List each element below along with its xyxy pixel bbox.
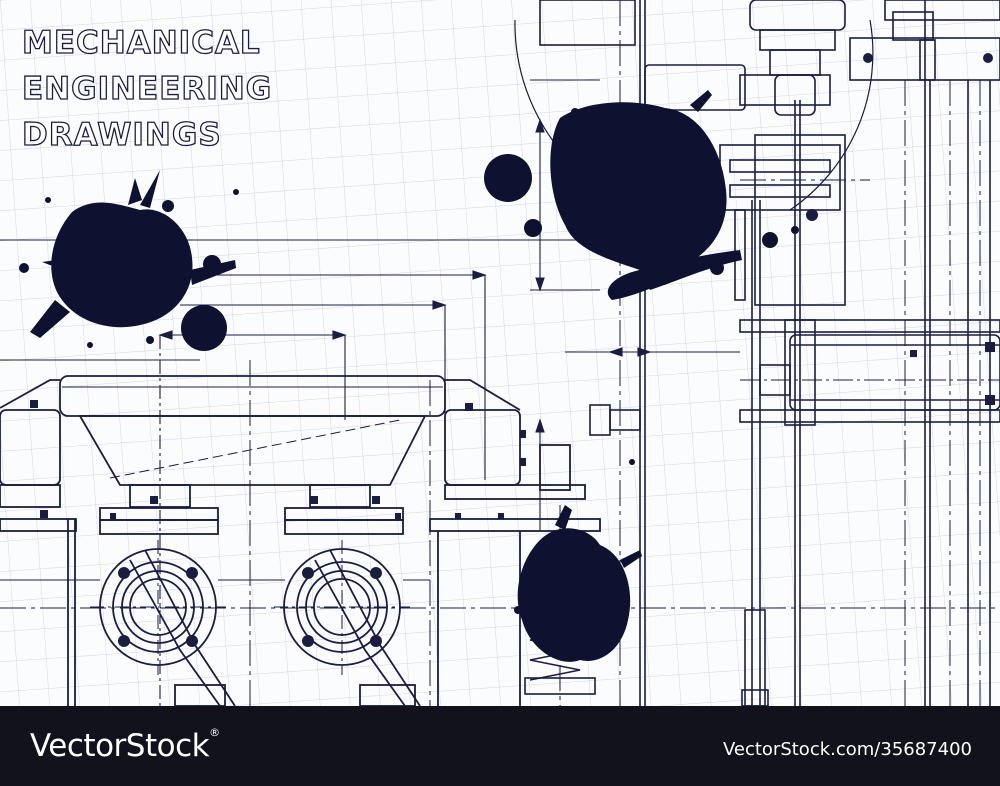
drawing-title: MECHANICAL ENGINEERING DRAWINGS bbox=[21, 20, 273, 158]
title-line-drawings: DRAWINGS bbox=[21, 116, 222, 153]
valve-left-bolts bbox=[118, 567, 198, 647]
title-line-engineering: ENGINEERING bbox=[21, 70, 273, 107]
ink-splatter-top bbox=[484, 90, 799, 300]
drawing-canvas: MECHANICAL ENGINEERING DRAWINGS bbox=[0, 0, 1000, 706]
right-machine-small-marks bbox=[806, 53, 995, 405]
hopper bbox=[0, 375, 601, 706]
brand-logo: VectorStock® bbox=[30, 726, 220, 764]
ink-splatter-left bbox=[19, 170, 239, 351]
reference-circle bbox=[514, 19, 874, 211]
ink-splatter-bottom bbox=[514, 459, 642, 662]
engineering-drawing bbox=[0, 0, 1000, 706]
hopper-bolts bbox=[30, 400, 526, 519]
registered-mark-icon: ® bbox=[209, 726, 220, 739]
center-lines bbox=[0, 0, 1000, 706]
image-id-label: VectorStock.com/35687400 bbox=[722, 739, 972, 760]
title-line-mechanical: MECHANICAL bbox=[21, 24, 261, 61]
grid-background bbox=[0, 0, 1000, 706]
brand-name: VectorStock bbox=[30, 728, 210, 764]
watermark-footer: VectorStock® VectorStock.com/35687400 bbox=[0, 706, 1000, 786]
valve-right-bolts bbox=[302, 567, 382, 647]
